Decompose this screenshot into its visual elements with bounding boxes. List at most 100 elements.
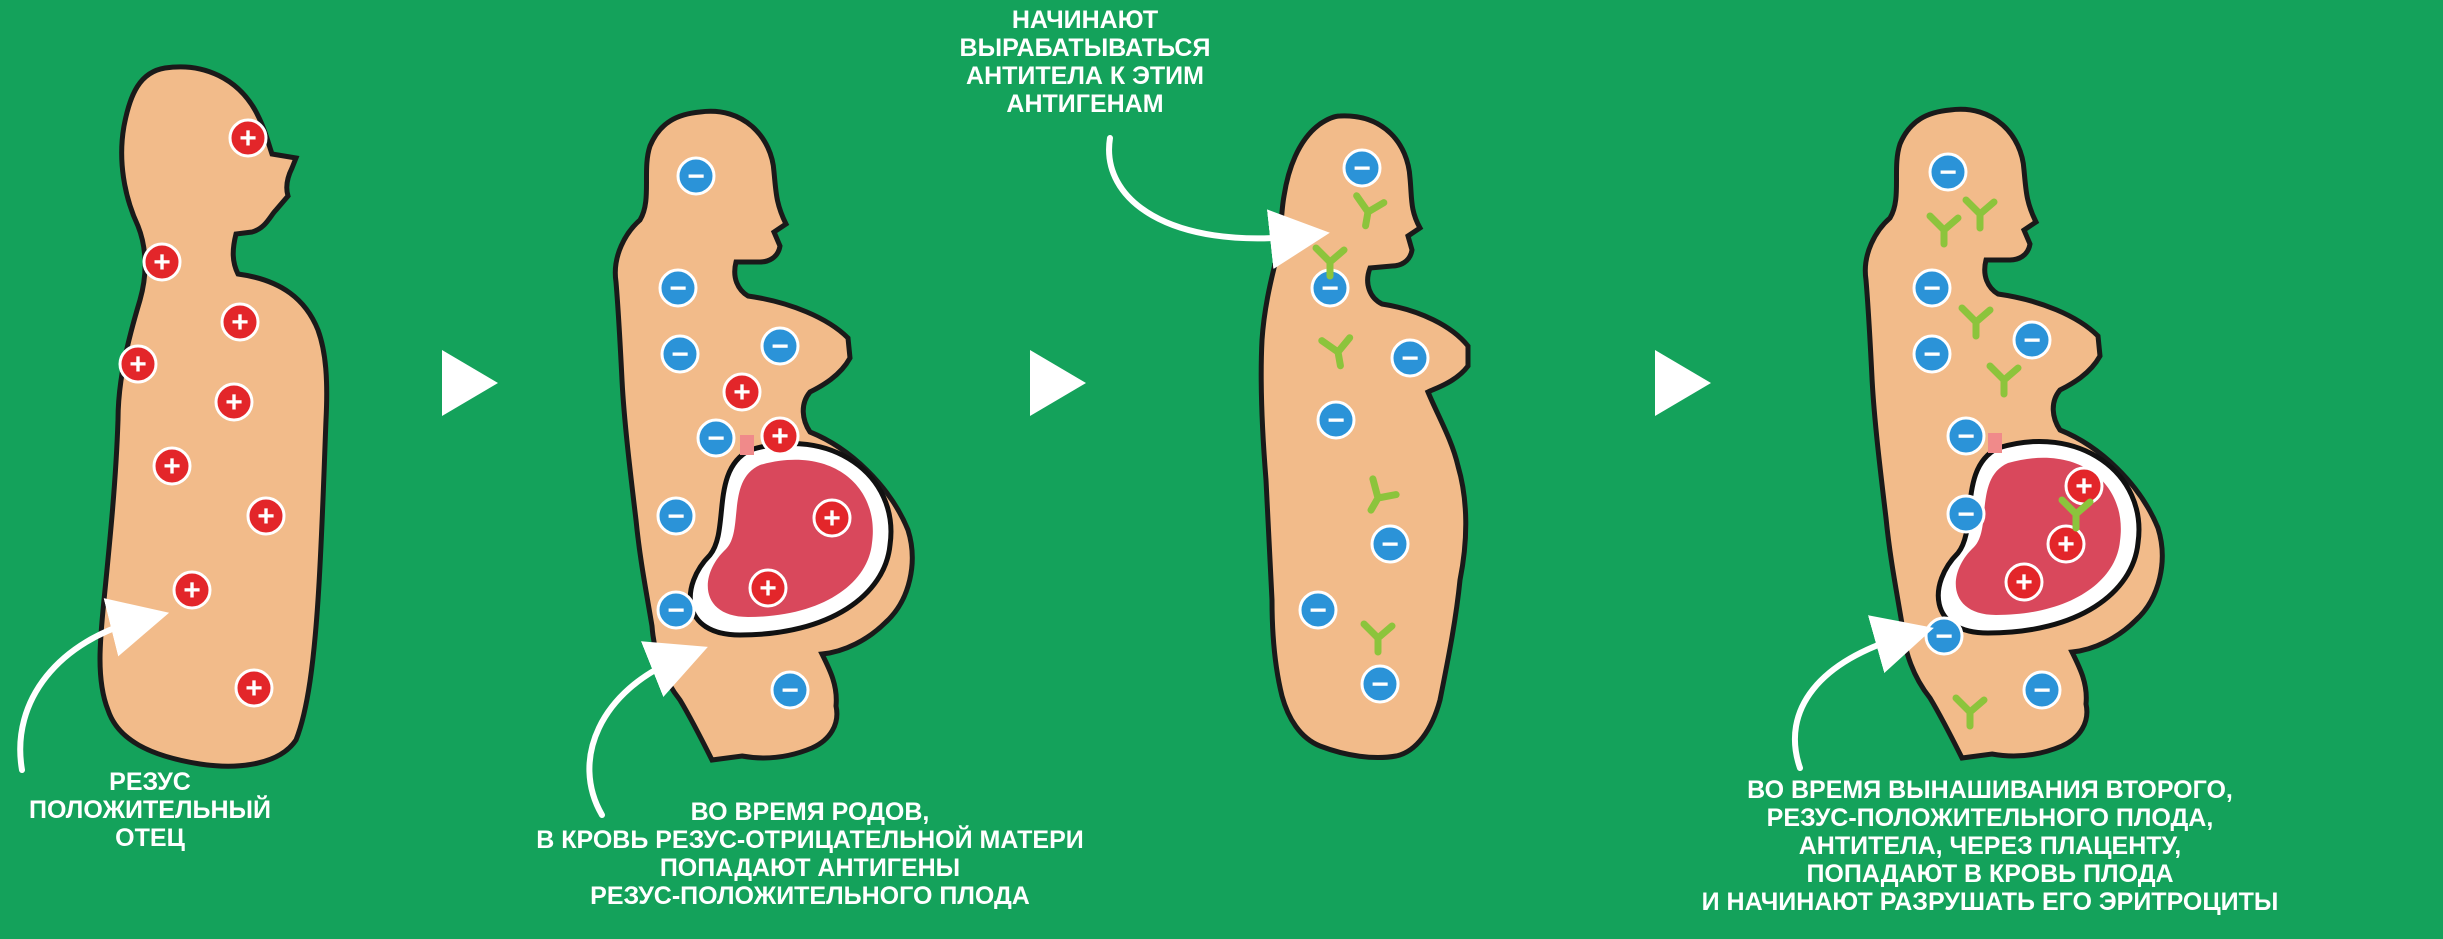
svg-text:+: + bbox=[245, 672, 263, 705]
svg-text:−: − bbox=[1957, 498, 1975, 531]
rh-negative-icon: − bbox=[772, 672, 808, 708]
second-pregnancy-caption: ВО ВРЕМЯ ВЫНАШИВАНИЯ ВТОРОГО, РЕЗУС-ПОЛО… bbox=[1540, 776, 2440, 916]
svg-text:+: + bbox=[257, 500, 275, 533]
svg-text:−: − bbox=[1935, 620, 1953, 653]
birth-caption: ВО ВРЕМЯ РОДОВ, В КРОВЬ РЕЗУС-ОТРИЦАТЕЛЬ… bbox=[380, 798, 1240, 910]
caption-line: РЕЗУС bbox=[0, 768, 300, 796]
svg-text:−: − bbox=[771, 330, 789, 363]
svg-text:+: + bbox=[225, 386, 243, 419]
svg-text:+: + bbox=[153, 246, 171, 279]
caption-line: АНТИТЕЛА, ЧЕРЕЗ ПЛАЦЕНТУ, bbox=[1540, 832, 2440, 860]
rh-positive-antigen-icon: + bbox=[2006, 564, 2042, 600]
marker-layer: +++++++++−−−−−−−−++++−−−−−−−−−−−−−−−+++ bbox=[120, 120, 2102, 726]
rh-positive-antigen-icon: + bbox=[120, 346, 156, 382]
rh-negative-icon: − bbox=[658, 498, 694, 534]
caption-line: РЕЗУС-ПОЛОЖИТЕЛЬНОГО ПЛОДА, bbox=[1540, 804, 2440, 832]
second-pregnancy-silhouette bbox=[1865, 109, 2162, 758]
antibodies-caption: НАЧИНАЮТ ВЫРАБАТЫВАТЬСЯ АНТИТЕЛА К ЭТИМ … bbox=[885, 6, 1285, 118]
rh-negative-icon: − bbox=[1930, 154, 1966, 190]
svg-text:−: − bbox=[1381, 528, 1399, 561]
caption-line: АНТИТЕЛА К ЭТИМ bbox=[885, 62, 1285, 90]
rh-negative-icon: − bbox=[660, 270, 696, 306]
svg-text:+: + bbox=[2075, 470, 2093, 503]
caption-line: НАЧИНАЮТ bbox=[885, 6, 1285, 34]
rh-positive-antigen-icon: + bbox=[2066, 468, 2102, 504]
svg-text:−: − bbox=[667, 500, 685, 533]
rh-positive-antigen-icon: + bbox=[750, 570, 786, 606]
svg-text:−: − bbox=[1309, 594, 1327, 627]
caption-line: ПОЛОЖИТЕЛЬНЫЙ bbox=[0, 796, 300, 824]
caption-line: ПОПАДАЮТ АНТИГЕНЫ bbox=[380, 854, 1240, 882]
svg-text:−: − bbox=[1923, 338, 1941, 371]
svg-text:−: − bbox=[781, 674, 799, 707]
rh-negative-icon: − bbox=[698, 420, 734, 456]
rh-negative-icon: − bbox=[1914, 336, 1950, 372]
rh-positive-antigen-icon: + bbox=[144, 244, 180, 280]
rh-negative-icon: − bbox=[1392, 340, 1428, 376]
svg-text:−: − bbox=[1957, 420, 1975, 453]
rh-positive-antigen-icon: + bbox=[2048, 526, 2084, 562]
svg-text:−: − bbox=[1939, 156, 1957, 189]
triangle-right-icon bbox=[1655, 350, 1711, 416]
triangle-right-icon bbox=[442, 350, 498, 416]
svg-text:+: + bbox=[2057, 528, 2075, 561]
svg-text:+: + bbox=[771, 420, 789, 453]
svg-text:+: + bbox=[2015, 566, 2033, 599]
caption-line: РЕЗУС-ПОЛОЖИТЕЛЬНОГО ПЛОДА bbox=[380, 882, 1240, 910]
caption-line: ВО ВРЕМЯ РОДОВ, bbox=[380, 798, 1240, 826]
svg-text:−: − bbox=[707, 422, 725, 455]
svg-text:−: − bbox=[667, 594, 685, 627]
svg-text:+: + bbox=[759, 572, 777, 605]
second-pregnancy-pointer-arrow bbox=[1795, 636, 1905, 768]
rh-negative-icon: − bbox=[2024, 672, 2060, 708]
rh-negative-icon: − bbox=[1318, 402, 1354, 438]
umbilical-cord bbox=[740, 435, 754, 455]
svg-text:−: − bbox=[671, 338, 689, 371]
svg-text:+: + bbox=[183, 574, 201, 607]
svg-text:−: − bbox=[669, 272, 687, 305]
rh-positive-antigen-icon: + bbox=[174, 572, 210, 608]
svg-text:+: + bbox=[129, 348, 147, 381]
rh-positive-antigen-icon: + bbox=[724, 374, 760, 410]
svg-text:−: − bbox=[1327, 404, 1345, 437]
svg-text:−: − bbox=[2033, 674, 2051, 707]
rh-negative-icon: − bbox=[1926, 618, 1962, 654]
caption-line: ПОПАДАЮТ В КРОВЬ ПЛОДА bbox=[1540, 860, 2440, 888]
caption-line: И НАЧИНАЮТ РАЗРУШАТЬ ЕГО ЭРИТРОЦИТЫ bbox=[1540, 888, 2440, 916]
rh-negative-icon: − bbox=[1300, 592, 1336, 628]
svg-text:+: + bbox=[163, 450, 181, 483]
svg-text:+: + bbox=[733, 376, 751, 409]
svg-text:−: − bbox=[2023, 324, 2041, 357]
rh-negative-icon: − bbox=[1372, 526, 1408, 562]
rh-positive-antigen-icon: + bbox=[230, 120, 266, 156]
svg-text:+: + bbox=[231, 306, 249, 339]
rh-negative-icon: − bbox=[762, 328, 798, 364]
rh-positive-antigen-icon: + bbox=[236, 670, 272, 706]
rh-negative-icon: − bbox=[1948, 496, 1984, 532]
svg-text:+: + bbox=[239, 122, 257, 155]
rh-positive-antigen-icon: + bbox=[762, 418, 798, 454]
svg-text:−: − bbox=[1353, 152, 1371, 185]
caption-line: ОТЕЦ bbox=[0, 824, 300, 852]
svg-text:−: − bbox=[1401, 342, 1419, 375]
svg-text:−: − bbox=[1371, 668, 1389, 701]
rh-negative-icon: − bbox=[2014, 322, 2050, 358]
rh-negative-icon: − bbox=[1344, 150, 1380, 186]
rh-negative-icon: − bbox=[662, 336, 698, 372]
rh-positive-antigen-icon: + bbox=[814, 500, 850, 536]
rh-positive-antigen-icon: + bbox=[248, 498, 284, 534]
rh-negative-icon: − bbox=[1914, 270, 1950, 306]
svg-text:−: − bbox=[687, 160, 705, 193]
rh-positive-antigen-icon: + bbox=[222, 304, 258, 340]
rh-negative-icon: − bbox=[1948, 418, 1984, 454]
svg-text:−: − bbox=[1923, 272, 1941, 305]
caption-line: АНТИГЕНАМ bbox=[885, 90, 1285, 118]
triangle-right-icon bbox=[1030, 350, 1086, 416]
rh-positive-antigen-icon: + bbox=[216, 384, 252, 420]
umbilical-cord bbox=[1988, 433, 2002, 453]
father-silhouette bbox=[100, 67, 327, 766]
father-caption: РЕЗУС ПОЛОЖИТЕЛЬНЫЙ ОТЕЦ bbox=[0, 768, 300, 852]
rh-negative-icon: − bbox=[1362, 666, 1398, 702]
rh-negative-icon: − bbox=[678, 158, 714, 194]
